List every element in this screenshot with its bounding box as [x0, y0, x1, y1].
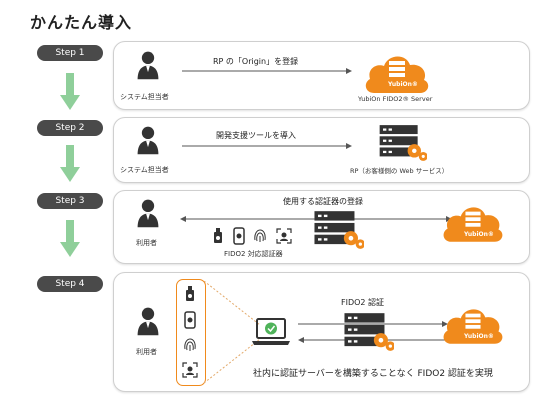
step-1-pill: Step 1: [37, 45, 103, 61]
fingerprint-icon: [254, 229, 266, 242]
person-caption: システム担当者: [120, 166, 169, 174]
down-arrow-icon: [60, 145, 80, 182]
server-caption: YubiOn FIDO2® Server: [358, 95, 433, 103]
yubion-cloud-icon: [440, 300, 506, 348]
right-arrow-icon: [182, 143, 352, 149]
step-4-pill: Step 4: [37, 276, 103, 292]
server-gear-icon: [312, 210, 364, 250]
down-arrow-icon: [60, 73, 80, 110]
right-arrow-icon: [182, 68, 352, 74]
arrow-label: 使用する認証器の登録: [283, 197, 363, 206]
arrow-label: 開発支援ツールを導入: [216, 131, 296, 140]
step-4-summary: 社内に認証サーバーを構築することなく FIDO2 認証を実現: [253, 369, 493, 379]
smartphone-icon: [233, 227, 245, 245]
usb-key-icon: [186, 286, 194, 301]
arrow-label: FIDO2 認証: [341, 298, 385, 307]
fingerprint-icon: [184, 338, 196, 351]
cloud-logo-text: YubiOn®: [464, 333, 494, 340]
face-id-icon: [182, 362, 198, 378]
server-gear-icon: [342, 312, 394, 352]
usb-key-icon: [214, 228, 222, 243]
step-2-pill: Step 2: [37, 120, 103, 136]
arrow-label: RP の「Origin」を登録: [213, 57, 299, 66]
face-id-icon: [276, 228, 292, 244]
person-caption: システム担当者: [120, 93, 169, 101]
person-caption: 利用者: [136, 348, 157, 356]
laptop-icon: [252, 318, 290, 345]
down-arrow-icon: [60, 220, 80, 257]
devices-caption: FIDO2 対応認証器: [224, 250, 283, 258]
person-icon: [135, 306, 161, 336]
person-caption: 利用者: [136, 239, 157, 247]
smartphone-icon: [184, 311, 196, 329]
server-gear-icon: [377, 124, 427, 162]
step-2-panel: [113, 117, 530, 183]
authenticator-group: [176, 279, 206, 386]
step-1-panel: [113, 41, 530, 110]
person-icon: [135, 198, 161, 228]
yubion-cloud-icon: [362, 47, 432, 97]
cloud-logo-text: YubiOn®: [388, 81, 418, 88]
cloud-logo-text: YubiOn®: [464, 231, 494, 238]
server-caption: RP（お客様側の Web サービス）: [350, 167, 449, 175]
page-title: かんたん導入: [30, 13, 133, 32]
yubion-cloud-icon: [440, 198, 506, 246]
step-3-pill: Step 3: [37, 193, 103, 209]
person-icon: [135, 125, 161, 155]
person-icon: [135, 50, 161, 80]
